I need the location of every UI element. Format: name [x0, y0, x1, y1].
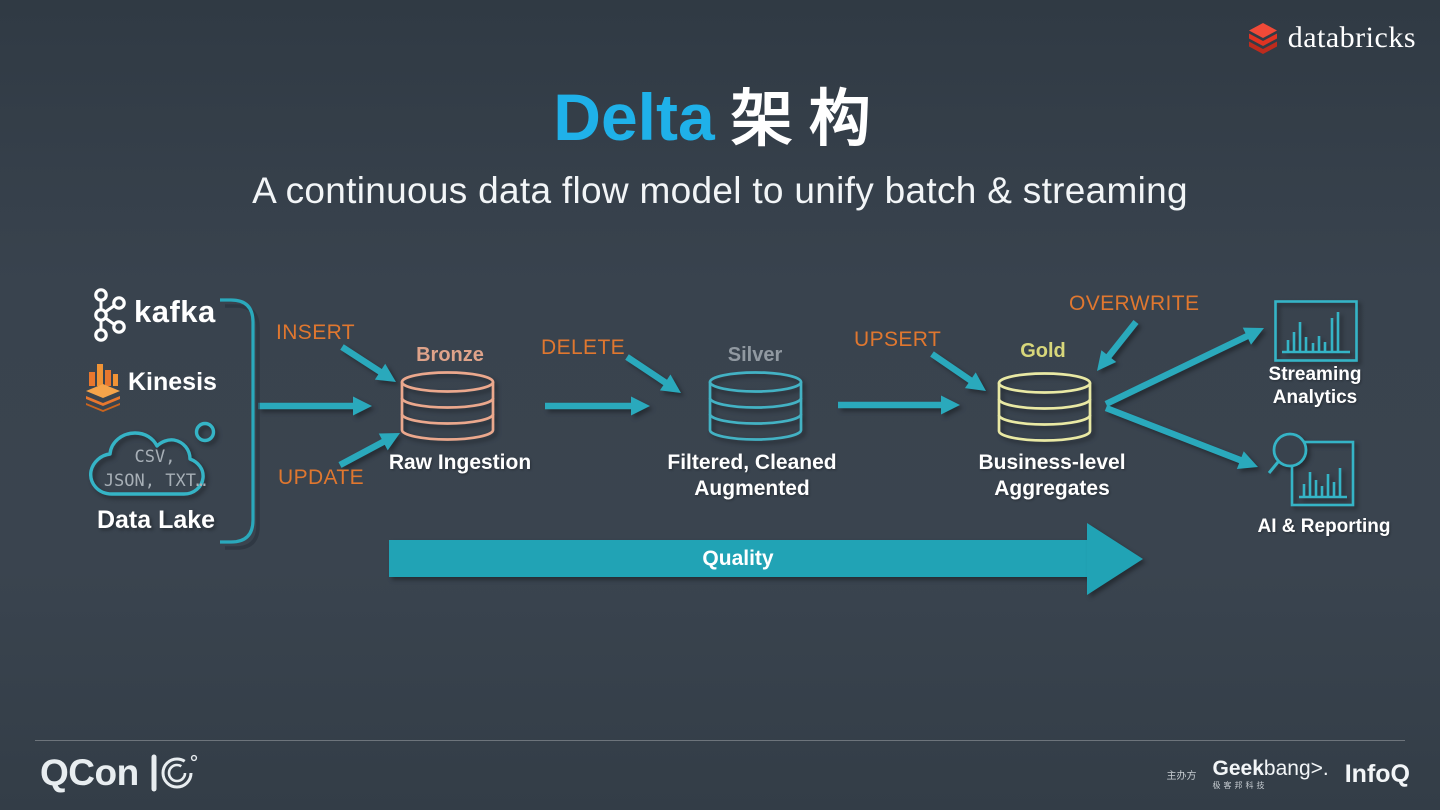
kinesis-label: Kinesis [128, 368, 217, 396]
insert-arrow [340, 344, 396, 382]
op-overwrite: OVERWRITE [1069, 292, 1200, 315]
databricks-logo: databricks [1245, 20, 1416, 56]
stage-gold-tier: Gold [1020, 340, 1066, 362]
databricks-icon [1248, 23, 1277, 54]
op-update: UPDATE [278, 466, 365, 489]
stage-silver-tier: Silver [727, 344, 783, 366]
op-delete: DELETE [541, 336, 626, 359]
infoq-logo: InfoQ [1344, 759, 1410, 788]
stage-silver-caption-line1: Filtered, Cleaned [667, 451, 837, 474]
geekbang-wordmark-bold: Geek [1212, 757, 1264, 780]
output-streaming-line2: Analytics [1272, 387, 1358, 408]
output-ai-line1: AI & Reporting [1257, 516, 1391, 537]
geekbang-logo: Geekbang>. 极客邦科技 [1213, 758, 1329, 790]
footer-divider [35, 740, 1405, 741]
qcon-logo: QCon [40, 752, 201, 794]
output-streaming-line1: Streaming [1268, 364, 1362, 385]
overwrite-arrow [1097, 319, 1139, 371]
kinesis-icon [86, 364, 120, 412]
cloud-formats-line1: CSV, [134, 447, 176, 467]
source-arrow [258, 396, 372, 416]
stage-silver-caption-line2: Augmented [694, 477, 810, 500]
sources-bracket [220, 298, 260, 550]
data-lake-label: Data Lake [96, 506, 216, 534]
stage-bronze-tier: Bronze [416, 344, 484, 366]
ai-reporting-icon [1267, 432, 1355, 507]
gold-database-icon [997, 372, 1092, 442]
title-delta: Delta [553, 80, 715, 154]
page-subtitle: A continuous data flow model to unify ba… [252, 170, 1188, 211]
stage-bronze-caption: Raw Ingestion [388, 451, 532, 474]
stage-gold-caption-line1: Business-level [978, 451, 1126, 474]
databricks-wordmark: databricks [1287, 21, 1416, 54]
op-upsert: UPSERT [854, 328, 942, 351]
quality-label: Quality [702, 547, 774, 570]
silver-gold-arrow [838, 395, 960, 415]
host-label: 主办方 [1166, 770, 1197, 782]
bronze-silver-arrow [545, 396, 650, 416]
quality-arrow-head [1087, 523, 1143, 595]
host-logos: 主办方 Geekbang>. 极客邦科技 InfoQ [1167, 758, 1410, 790]
quality-arrow-body [389, 540, 1087, 577]
delete-arrow [625, 354, 681, 393]
streaming-analytics-icon [1274, 300, 1358, 362]
gold-streaming-arrow [1104, 327, 1264, 407]
title-cjk: 架构 [730, 85, 887, 154]
kafka-label: kafka [134, 294, 216, 329]
op-insert: INSERT [276, 321, 356, 344]
silver-database-icon [708, 371, 803, 441]
bronze-database-icon [400, 371, 495, 441]
upsert-arrow [930, 351, 986, 391]
geekbang-wordmark-light: bang>. [1263, 757, 1329, 780]
cloud-formats-line2: JSON, TXT… [103, 471, 207, 491]
stage-gold-caption-line2: Aggregates [994, 477, 1110, 500]
qcon-wordmark: QCon [40, 752, 139, 793]
qcon-10-icon [151, 754, 197, 792]
data-lake-cloud-icon [89, 421, 216, 496]
geekbang-subtitle: 极客邦科技 [1212, 781, 1268, 790]
kafka-icon [94, 288, 126, 342]
